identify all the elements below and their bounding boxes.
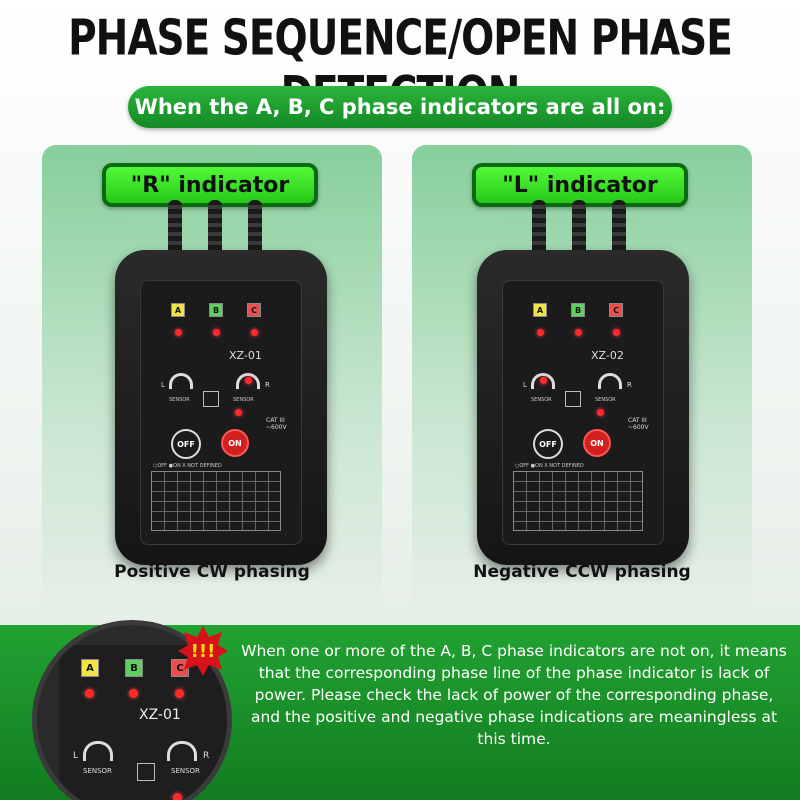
rotation-right-letter: R bbox=[265, 381, 270, 389]
sensor-label-right: SENSOR bbox=[171, 767, 200, 775]
model-label: XZ-02 bbox=[591, 349, 624, 362]
led-a bbox=[537, 329, 544, 336]
cat-label: CAT III bbox=[266, 417, 285, 424]
led-b bbox=[575, 329, 582, 336]
device-face: A B C XZ-02 L R SENSOR SENSOR CAT III~60… bbox=[502, 280, 664, 545]
cat-label: CAT III bbox=[628, 417, 647, 424]
zoom-device-face: A B C XZ-01 L R SENSOR SENSOR bbox=[59, 645, 227, 800]
rotation-right-icon bbox=[236, 373, 260, 389]
voltage-label: ~600V bbox=[628, 424, 649, 431]
warning-icon: !!! bbox=[178, 626, 228, 676]
rotation-left-icon bbox=[169, 373, 193, 389]
rotation-right-icon bbox=[598, 373, 622, 389]
cat-rating: CAT III~600V bbox=[628, 417, 649, 431]
device-face: A B C XZ-01 L R SENSOR SENSOR CAT III~60… bbox=[140, 280, 302, 545]
status-table bbox=[151, 471, 281, 531]
off-button[interactable]: OFF bbox=[171, 429, 201, 459]
on-button[interactable]: ON bbox=[221, 429, 249, 457]
sensor-label-right: SENSOR bbox=[233, 397, 254, 403]
led-b bbox=[213, 329, 220, 336]
rotation-left-icon bbox=[83, 741, 113, 761]
rotation-left-letter: L bbox=[73, 751, 79, 761]
l-indicator-label: "L" indicator bbox=[472, 163, 688, 207]
cable-5 bbox=[572, 200, 586, 260]
cable-3 bbox=[248, 200, 262, 260]
led-on bbox=[597, 409, 604, 416]
led-on bbox=[173, 793, 182, 800]
legend-text: ○OFF ●ON X NOT DEFINED bbox=[153, 463, 222, 469]
motor-icon bbox=[565, 391, 581, 407]
subtitle-banner: When the A, B, C phase indicators are al… bbox=[128, 86, 672, 128]
phase-b-label: B bbox=[209, 303, 223, 317]
phase-b-label: B bbox=[571, 303, 585, 317]
rotation-right-letter: R bbox=[203, 751, 210, 761]
rotation-right-letter: R bbox=[627, 381, 632, 389]
sensor-label-left: SENSOR bbox=[531, 397, 552, 403]
rotation-right-icon bbox=[167, 741, 197, 761]
sensor-label-right: SENSOR bbox=[595, 397, 616, 403]
model-label: XZ-01 bbox=[229, 349, 262, 362]
led-c bbox=[251, 329, 258, 336]
led-rotation-left bbox=[540, 377, 547, 384]
cable-1 bbox=[168, 200, 182, 260]
led-a bbox=[175, 329, 182, 336]
phase-tester-right: A B C XZ-02 L R SENSOR SENSOR CAT III~60… bbox=[477, 250, 689, 565]
phase-a-label: A bbox=[533, 303, 547, 317]
phase-tester-left: A B C XZ-01 L R SENSOR SENSOR CAT III~60… bbox=[115, 250, 327, 565]
rotation-left-icon bbox=[531, 373, 555, 389]
cable-2 bbox=[208, 200, 222, 260]
right-caption: Negative CCW phasing bbox=[473, 562, 691, 582]
motor-icon bbox=[137, 763, 155, 781]
left-caption: Positive CW phasing bbox=[114, 562, 310, 582]
phase-c-label: C bbox=[247, 303, 261, 317]
led-on bbox=[235, 409, 242, 416]
voltage-label: ~600V bbox=[266, 424, 287, 431]
phase-a-label: A bbox=[81, 659, 99, 677]
cable-4 bbox=[532, 200, 546, 260]
zoom-model-label: XZ-01 bbox=[139, 707, 181, 723]
cable-6 bbox=[612, 200, 626, 260]
led-b bbox=[129, 689, 138, 698]
rotation-left-letter: L bbox=[523, 381, 527, 389]
led-c bbox=[613, 329, 620, 336]
phase-a-label: A bbox=[171, 303, 185, 317]
phase-b-label: B bbox=[125, 659, 143, 677]
led-rotation-right bbox=[245, 377, 252, 384]
cat-rating: CAT III~600V bbox=[266, 417, 287, 431]
sensor-label-left: SENSOR bbox=[169, 397, 190, 403]
led-a bbox=[85, 689, 94, 698]
off-button[interactable]: OFF bbox=[533, 429, 563, 459]
warning-description: When one or more of the A, B, C phase in… bbox=[241, 642, 787, 748]
r-indicator-label: "R" indicator bbox=[102, 163, 318, 207]
led-c bbox=[175, 689, 184, 698]
phase-c-label: C bbox=[609, 303, 623, 317]
rotation-left-letter: L bbox=[161, 381, 165, 389]
status-table bbox=[513, 471, 643, 531]
legend-text: ○OFF ●ON X NOT DEFINED bbox=[515, 463, 584, 469]
motor-icon bbox=[203, 391, 219, 407]
sensor-label-left: SENSOR bbox=[83, 767, 112, 775]
on-button[interactable]: ON bbox=[583, 429, 611, 457]
